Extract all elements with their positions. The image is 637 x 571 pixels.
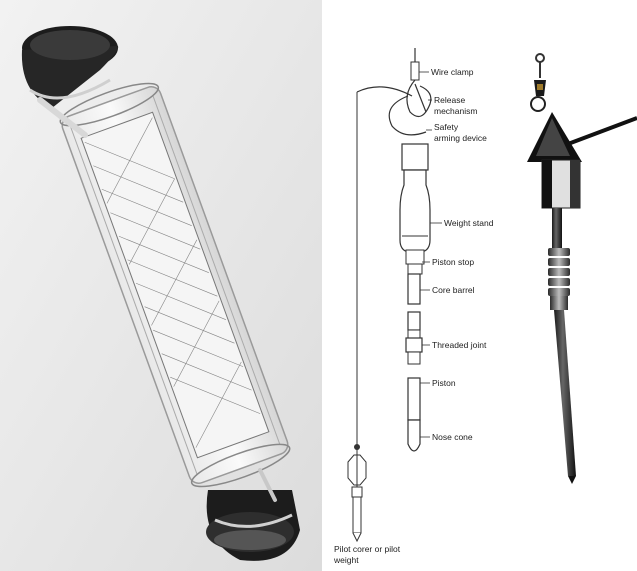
wire-clamp [411,48,419,80]
label-piston-stop: Piston stop [432,257,474,267]
corer-3d-render [522,0,637,571]
sediment-trap-photo [0,0,322,571]
piston-corer-diagram: Wire clamp Release mechanism Safety armi… [322,0,522,571]
label-wire-clamp: Wire clamp [431,67,474,77]
label-threaded-joint: Threaded joint [432,340,487,350]
weight-stack [548,248,570,310]
weight-stand [400,170,430,274]
label-pilot-corer-line1: Pilot corer or pilot [334,544,401,554]
corer-3d-illustration [522,0,637,571]
nose-cone [408,420,420,451]
label-nose-cone: Nose cone [432,432,473,442]
release-arm [357,87,412,96]
label-safety-line2: arming device [434,133,487,143]
frame-block [542,160,580,208]
label-release-line2: mechanism [434,106,477,116]
core-barrel-segment [408,312,420,330]
neck-rod [552,208,562,248]
piston-corer-schematic: Wire clamp Release mechanism Safety armi… [322,0,522,571]
pilot-corer [348,444,366,541]
label-release-line1: Release [434,95,465,105]
piston-section [408,378,420,420]
threaded-joint [406,330,422,364]
label-piston: Piston [432,378,456,388]
label-core-barrel: Core barrel [432,285,475,295]
label-pilot-corer-line2: weight [333,555,359,565]
rod-tip [568,476,576,484]
arming-block [402,144,428,170]
label-safety-line1: Safety [434,122,459,132]
core-barrel-upper [408,274,420,304]
core-barrel-rod [554,310,576,476]
lift-hook [531,54,546,111]
release-mechanism [389,80,431,135]
sediment-trap-illustration [0,0,322,571]
label-weight-stand: Weight stand [444,218,494,228]
